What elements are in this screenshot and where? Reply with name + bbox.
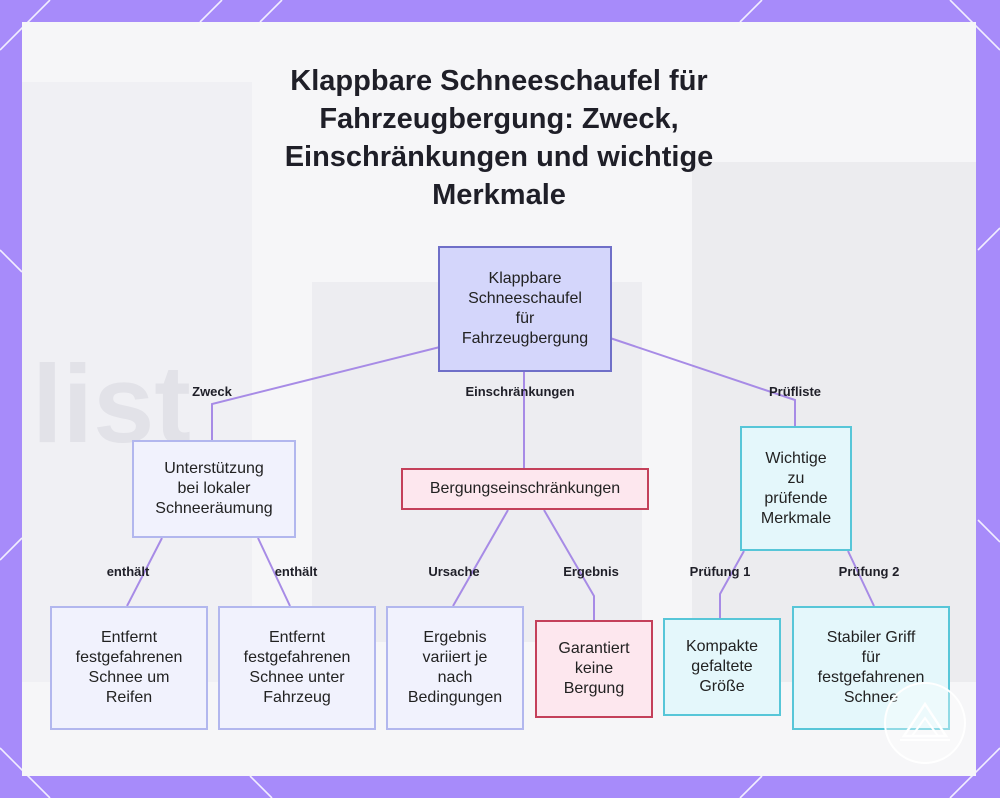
logo-watermark-icon [884, 682, 966, 764]
node-checklist-label: Wichtige zu prüfende Merkmale [760, 449, 832, 527]
edge-root-checklist [609, 337, 796, 426]
node-result-varies-label: Ergebnis variiert je nach Bedingungen [407, 629, 503, 706]
node-compact-size-label: Kompakte gefaltete Größe [685, 638, 759, 695]
node-clears-tires-label: Entfernt festgefahrenen Schnee um Reifen [75, 629, 183, 706]
edge-label-einschraenkungen: Einschränkungen [465, 384, 575, 399]
edge-label-pruefung-2: Prüfung 2 [838, 564, 900, 579]
node-compact-size: Kompakte gefaltete Größe [663, 618, 781, 716]
node-clears-under: Entfernt festgefahrenen Schnee unter Fah… [218, 606, 376, 730]
node-no-guarantee-label: Garantiert keine Bergung [558, 640, 630, 697]
node-checklist: Wichtige zu prüfende Merkmale [740, 426, 852, 551]
node-root-label: Klappbare Schneeschaufel für Fahrzeugber… [461, 270, 589, 347]
edge-label-pruefung-1: Prüfung 1 [689, 564, 751, 579]
edge-label-pruefliste: Prüfliste [768, 384, 822, 399]
background-photo-faded: list [22, 82, 976, 682]
edge-checklist-grip [847, 550, 875, 607]
edge-label-zweck: Zweck [192, 384, 232, 399]
edge-checklist-compact [719, 550, 745, 618]
edge-root-purpose [211, 346, 441, 440]
node-stable-grip: Stabiler Griff für festgefahrenen Schnee [792, 606, 950, 730]
node-limitations-label: Bergungseinschränkungen [429, 480, 621, 497]
diagram-canvas: list Klappbare Schneeschaufel für Fahrze… [22, 22, 976, 776]
edge-label-enthaelt-2: enthält [274, 564, 318, 579]
node-clears-tires: Entfernt festgefahrenen Schnee um Reifen [50, 606, 208, 730]
node-stable-grip-label: Stabiler Griff für festgefahrenen Schnee [817, 629, 925, 706]
edge-limits-varies [452, 509, 509, 607]
edge-purpose-under [257, 537, 291, 607]
node-limitations: Bergungseinschränkungen [401, 468, 649, 510]
node-purpose: Unterstützung bei lokaler Schneeräumung [132, 440, 296, 538]
edge-purpose-tires [126, 537, 163, 607]
edge-label-enthaelt-1: enthält [106, 564, 150, 579]
node-root-snow-shovel: Klappbare Schneeschaufel für Fahrzeugber… [438, 246, 612, 372]
node-result-varies: Ergebnis variiert je nach Bedingungen [386, 606, 524, 730]
diagram-title: Klappbare Schneeschaufel für Fahrzeugber… [284, 65, 714, 211]
node-no-guarantee: Garantiert keine Bergung [535, 620, 653, 718]
node-clears-under-label: Entfernt festgefahrenen Schnee unter Fah… [243, 629, 351, 706]
edge-label-ursache: Ursache [428, 564, 480, 579]
edge-label-ergebnis: Ergebnis [563, 564, 619, 579]
connector-lines [126, 337, 875, 620]
edge-limits-noguarantee [543, 509, 595, 620]
node-purpose-label: Unterstützung bei lokaler Schneeräumung [155, 460, 273, 517]
